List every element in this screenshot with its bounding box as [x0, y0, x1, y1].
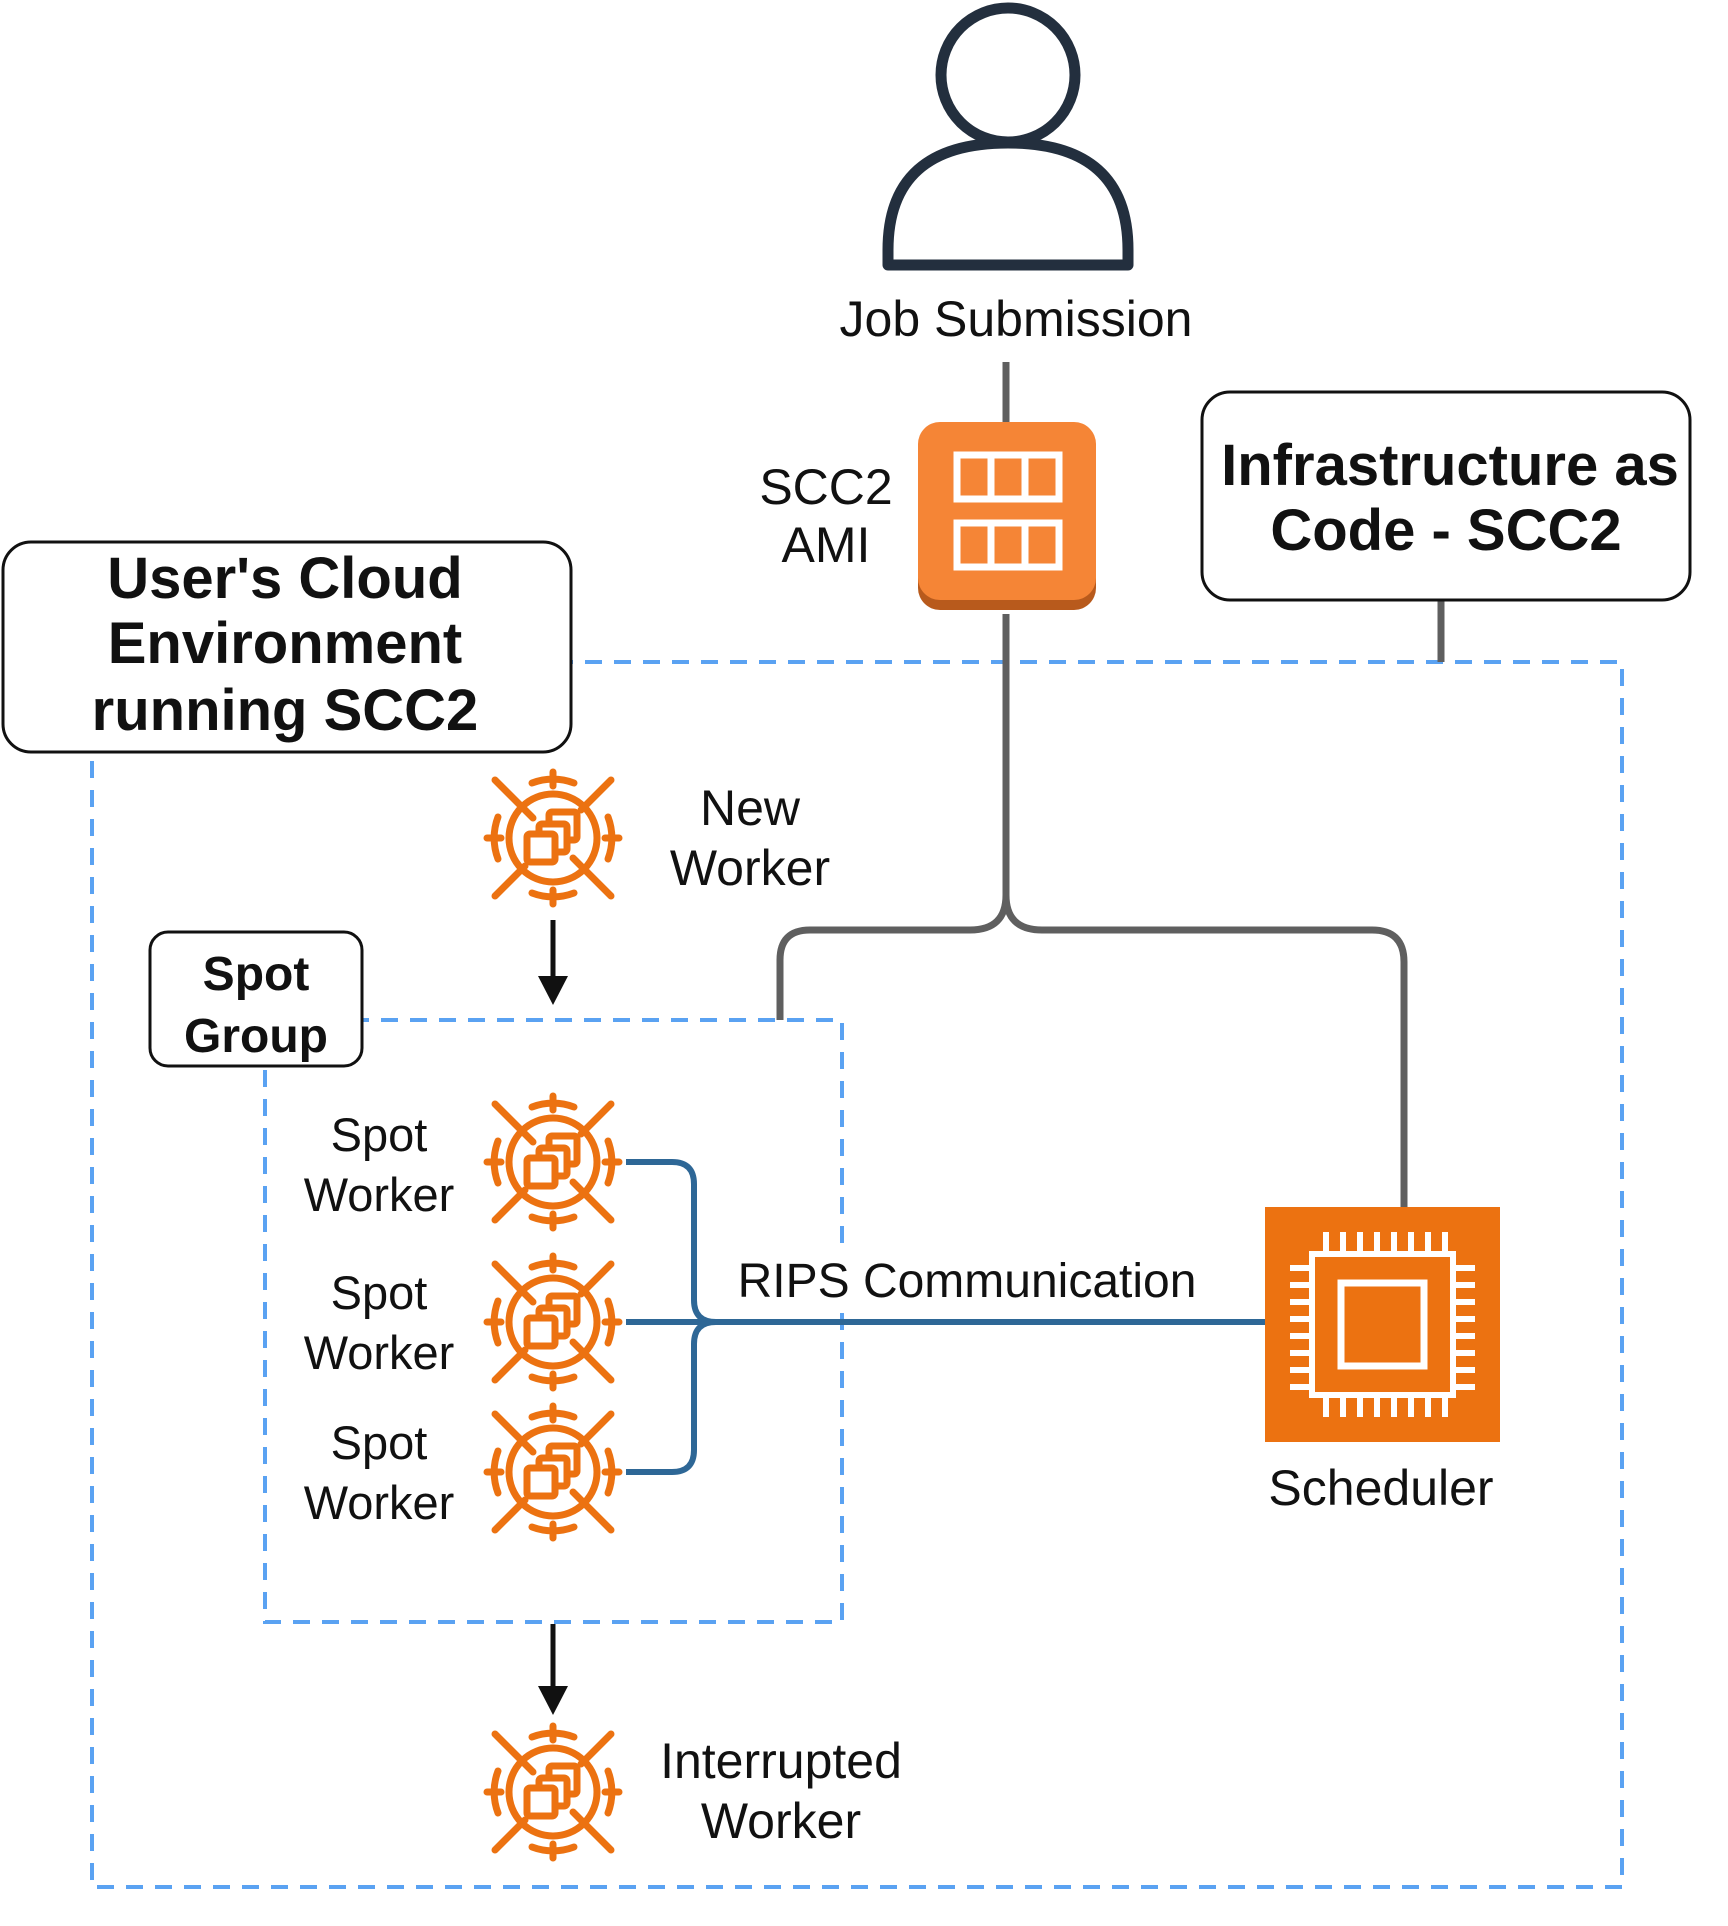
scheduler-chip-icon [1265, 1207, 1500, 1442]
scheduler-label: Scheduler [1268, 1460, 1493, 1516]
iac-box-line1: Infrastructure as [1221, 433, 1679, 498]
spot-worker-3-icon [487, 1406, 619, 1538]
rips-branch-top [626, 1159, 717, 1325]
spot-worker-2-label-line2: Worker [304, 1326, 455, 1379]
ami-label-line1: SCC2 [759, 459, 892, 515]
user-icon [882, 2, 1134, 271]
interrupted-worker-label-line1: Interrupted [660, 1733, 902, 1789]
ami-to-scheduler-connector [1002, 894, 1408, 1207]
job-submission-label: Job Submission [840, 291, 1193, 347]
env-box-line1: User's Cloud [107, 546, 462, 611]
iac-box [1200, 390, 1692, 602]
new-worker-label-line1: New [700, 780, 801, 836]
spot-worker-2-icon [487, 1256, 619, 1388]
interrupted-worker-label-line2: Worker [701, 1793, 861, 1849]
interrupted-worker-icon [487, 1726, 619, 1858]
spot-worker-1-icon [487, 1096, 619, 1228]
gray-connectors [776, 362, 1445, 1207]
env-box-line2: Environment [108, 611, 463, 676]
interrupt-arrowhead [538, 1686, 568, 1715]
ami-to-branch-connector [776, 614, 1010, 1020]
rips-branch-bottom [626, 1319, 717, 1475]
spot-worker-1-label-line2: Worker [304, 1168, 455, 1221]
env-box [1, 540, 573, 754]
rips-connectors [626, 1159, 1265, 1475]
cloud-environment-boundary [90, 660, 1624, 1889]
iac-box-line2: Code - SCC2 [1270, 498, 1621, 563]
ami-label-line2: AMI [782, 517, 871, 573]
ami-icon [918, 422, 1096, 610]
spot-group-line2: Group [184, 1010, 328, 1063]
spot-worker-3-label-line1: Spot [331, 1416, 428, 1469]
spot-worker-2-label-line1: Spot [331, 1266, 428, 1319]
rips-label: RIPS Communication [738, 1255, 1197, 1308]
new-worker-label-line2: Worker [670, 840, 830, 896]
flow-arrows [538, 920, 568, 1715]
new-worker-spot-icon [487, 772, 619, 904]
spot-worker-3-label-line2: Worker [304, 1476, 455, 1529]
rips-label-background [712, 1250, 1222, 1312]
spot-group-line1: Spot [203, 948, 310, 1001]
spot-group-box [148, 930, 364, 1068]
new-worker-arrowhead [538, 976, 568, 1005]
env-box-line3: running SCC2 [92, 678, 479, 743]
spot-worker-1-label-line1: Spot [331, 1108, 428, 1161]
